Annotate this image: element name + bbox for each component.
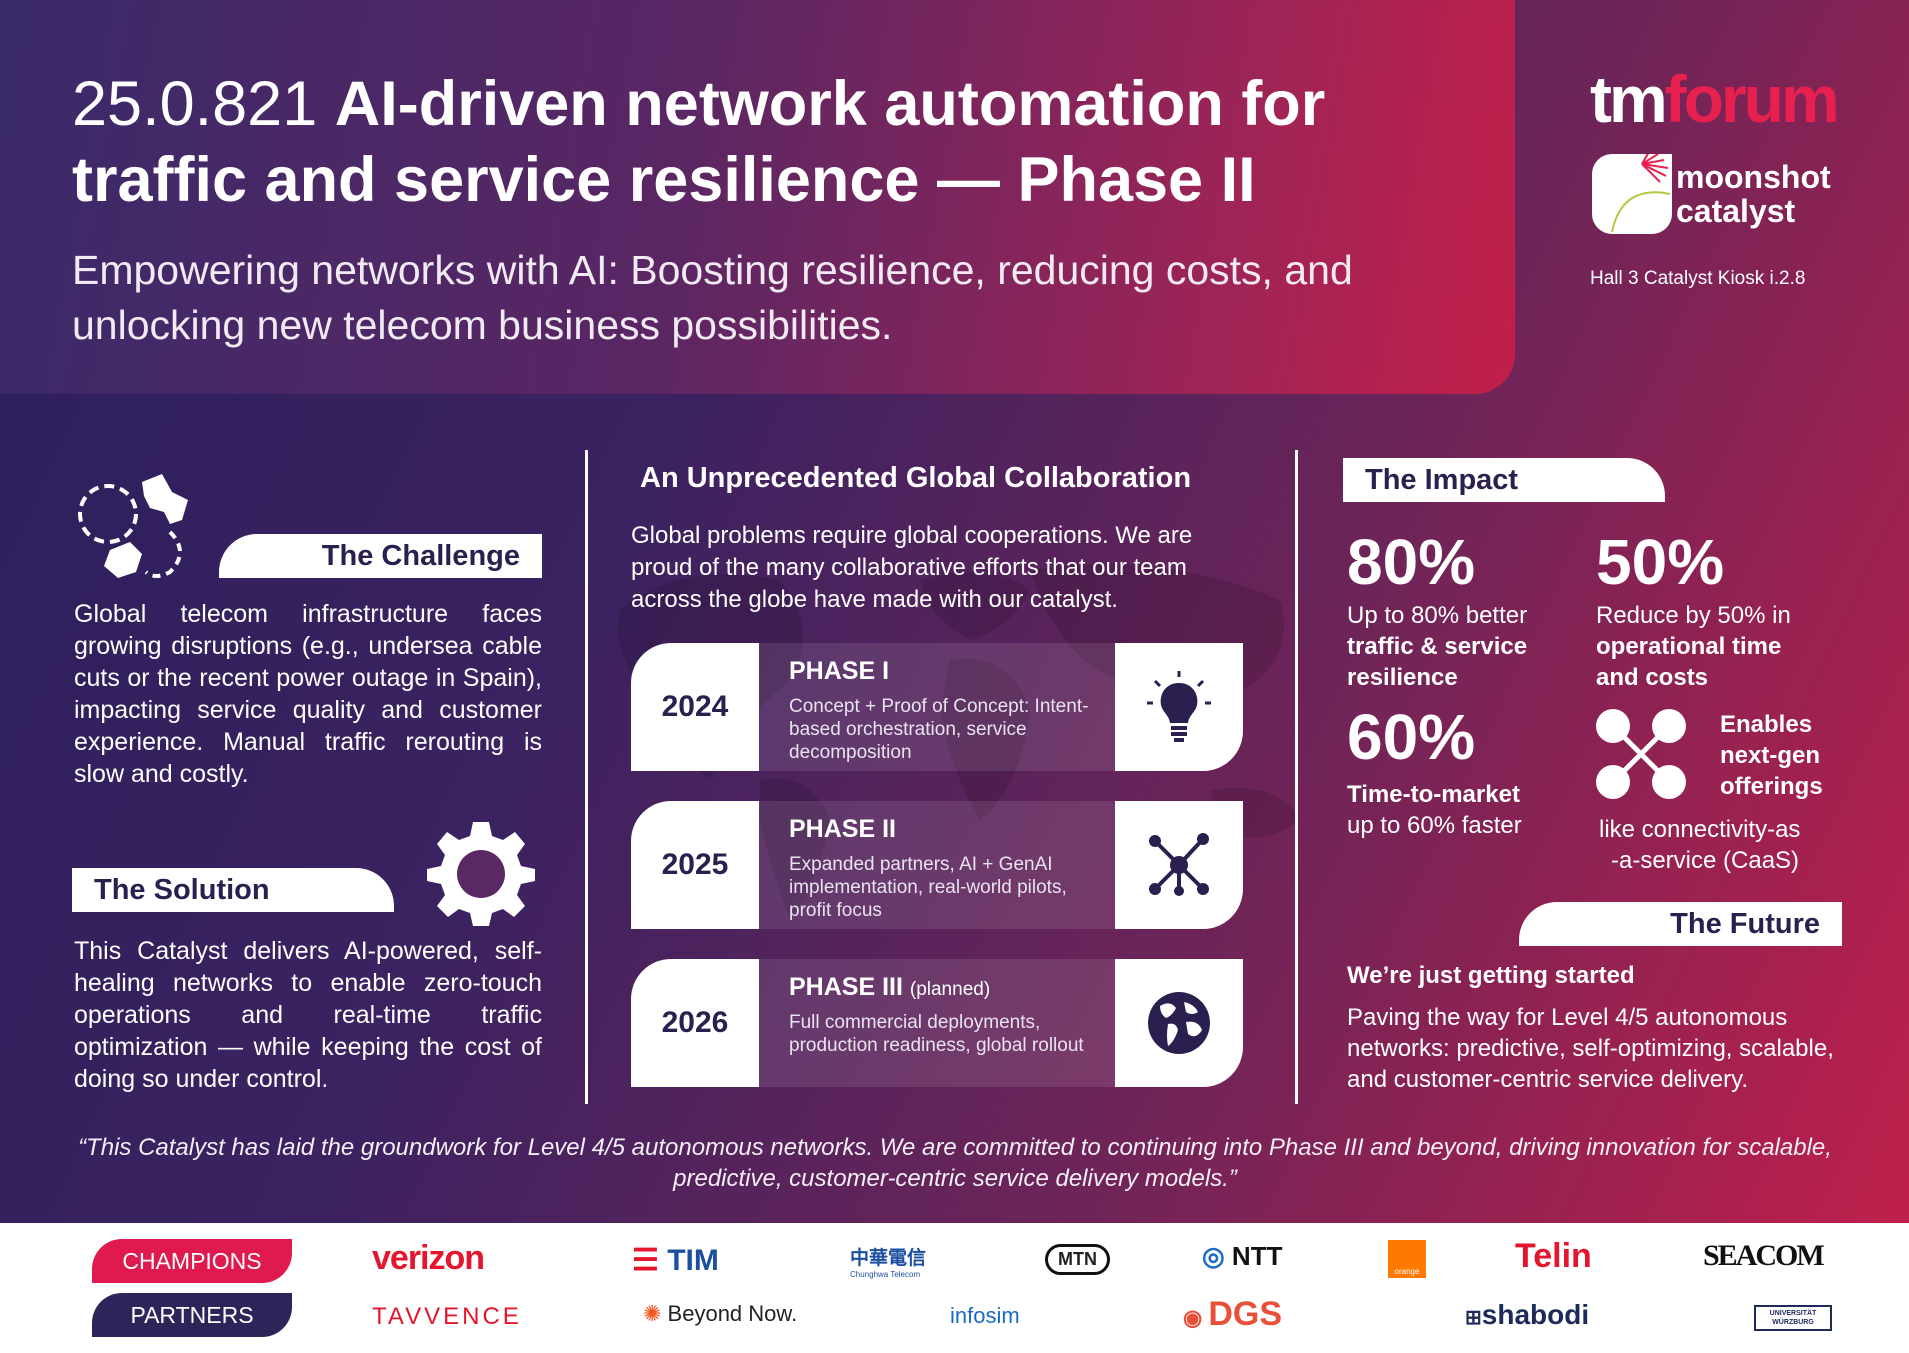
globe-icon (1115, 959, 1243, 1087)
tmforum-logo: tmforum (1590, 62, 1840, 136)
phase-description: Concept + Proof of Concept: Intent-based… (789, 696, 1089, 763)
phase-card: 2025 PHASE II Expanded partners, AI + Ge… (631, 801, 1243, 929)
phase-description: Expanded partners, AI + GenAI implementa… (789, 854, 1067, 921)
page-subtitle: Empowering networks with AI: Boosting re… (72, 247, 1353, 348)
challenge-heading: The Challenge (219, 534, 542, 578)
column-divider-left (585, 450, 588, 1104)
gear-icon (427, 822, 535, 926)
header-panel: 25.0.821 AI-driven network automation fo… (0, 0, 1515, 394)
phase-year: 2026 (631, 959, 759, 1087)
mtn-logo: MTN (1045, 1244, 1110, 1275)
orange-logo: orange (1388, 1240, 1426, 1278)
impact-stat-value: 80% (1347, 526, 1476, 598)
impact-stat-value: 60% (1347, 701, 1476, 773)
broken-gear-icon (78, 474, 188, 578)
dgs-logo: ◉ DGS (1183, 1295, 1282, 1333)
tavvence-logo: TAVVENCE (372, 1303, 522, 1330)
phase-card: 2024 PHASE I Concept + Proof of Concept:… (631, 643, 1243, 771)
verizon-logo: verizon (372, 1239, 485, 1277)
phase-title: PHASE I (789, 657, 890, 685)
future-text: Paving the way for Level 4/5 autonomous … (1347, 1004, 1834, 1093)
moonshot-logo-icon (1592, 149, 1672, 234)
impact-stat-value: 50% (1596, 526, 1725, 598)
network-icon (1115, 801, 1243, 929)
phase-title: PHASE III (planned) (789, 973, 991, 1001)
column-divider-right (1295, 450, 1298, 1104)
connectivity-icon (1596, 709, 1686, 799)
telin-logo: Telin (1515, 1237, 1592, 1275)
lightbulb-icon (1115, 643, 1243, 771)
future-heading: The Future (1519, 902, 1842, 946)
seacom-logo: SEACOM (1703, 1239, 1825, 1272)
partners-label: PARTNERS (92, 1293, 292, 1337)
phase-title: PHASE II (789, 815, 896, 843)
challenge-text: Global telecom infrastructure faces grow… (74, 600, 542, 788)
kiosk-location: Hall 3 Catalyst Kiosk i.2.8 (1590, 268, 1806, 289)
nextgen-description: like connectivity-as-a-service (CaaS) (1599, 816, 1801, 874)
wuerzburg-university-logo: UNIVERSITÄT WÜRZBURG (1754, 1305, 1832, 1331)
impact-heading: The Impact (1343, 458, 1665, 502)
phase-year: 2025 (631, 801, 759, 929)
catalyst-quote: “This Catalyst has laid the groundwork f… (78, 1134, 1832, 1192)
catalyst-title: AI-driven network automation for traffic… (72, 69, 1326, 215)
catalyst-number: 25.0.821 (72, 69, 318, 139)
future-subheading: We’re just getting started (1347, 962, 1635, 989)
shabodi-logo: ⊞shabodi (1465, 1299, 1590, 1330)
champions-label: CHAMPIONS (92, 1239, 292, 1283)
page-title: 25.0.821 AI-driven network automation fo… (72, 66, 1492, 218)
ntt-logo: ◎ NTT (1202, 1241, 1283, 1271)
phase-year: 2024 (631, 643, 759, 771)
solution-heading: The Solution (72, 868, 394, 912)
collaboration-intro: Global problems require global cooperati… (631, 522, 1193, 613)
beyond-now-logo: ✺ Beyond Now. (643, 1301, 798, 1326)
phase-description: Full commercial deployments, production … (789, 1012, 1084, 1056)
infosim-logo: infosim (950, 1303, 1020, 1328)
phase-card: 2026 PHASE III (planned) Full commercial… (631, 959, 1243, 1087)
tim-logo: ☰ TIM (632, 1244, 719, 1277)
nextgen-label: Enables next-gen offerings (1720, 711, 1823, 800)
collaboration-heading: An Unprecedented Global Collaboration (640, 462, 1192, 494)
solution-text: This Catalyst delivers AI-powered, self-… (74, 937, 542, 1093)
